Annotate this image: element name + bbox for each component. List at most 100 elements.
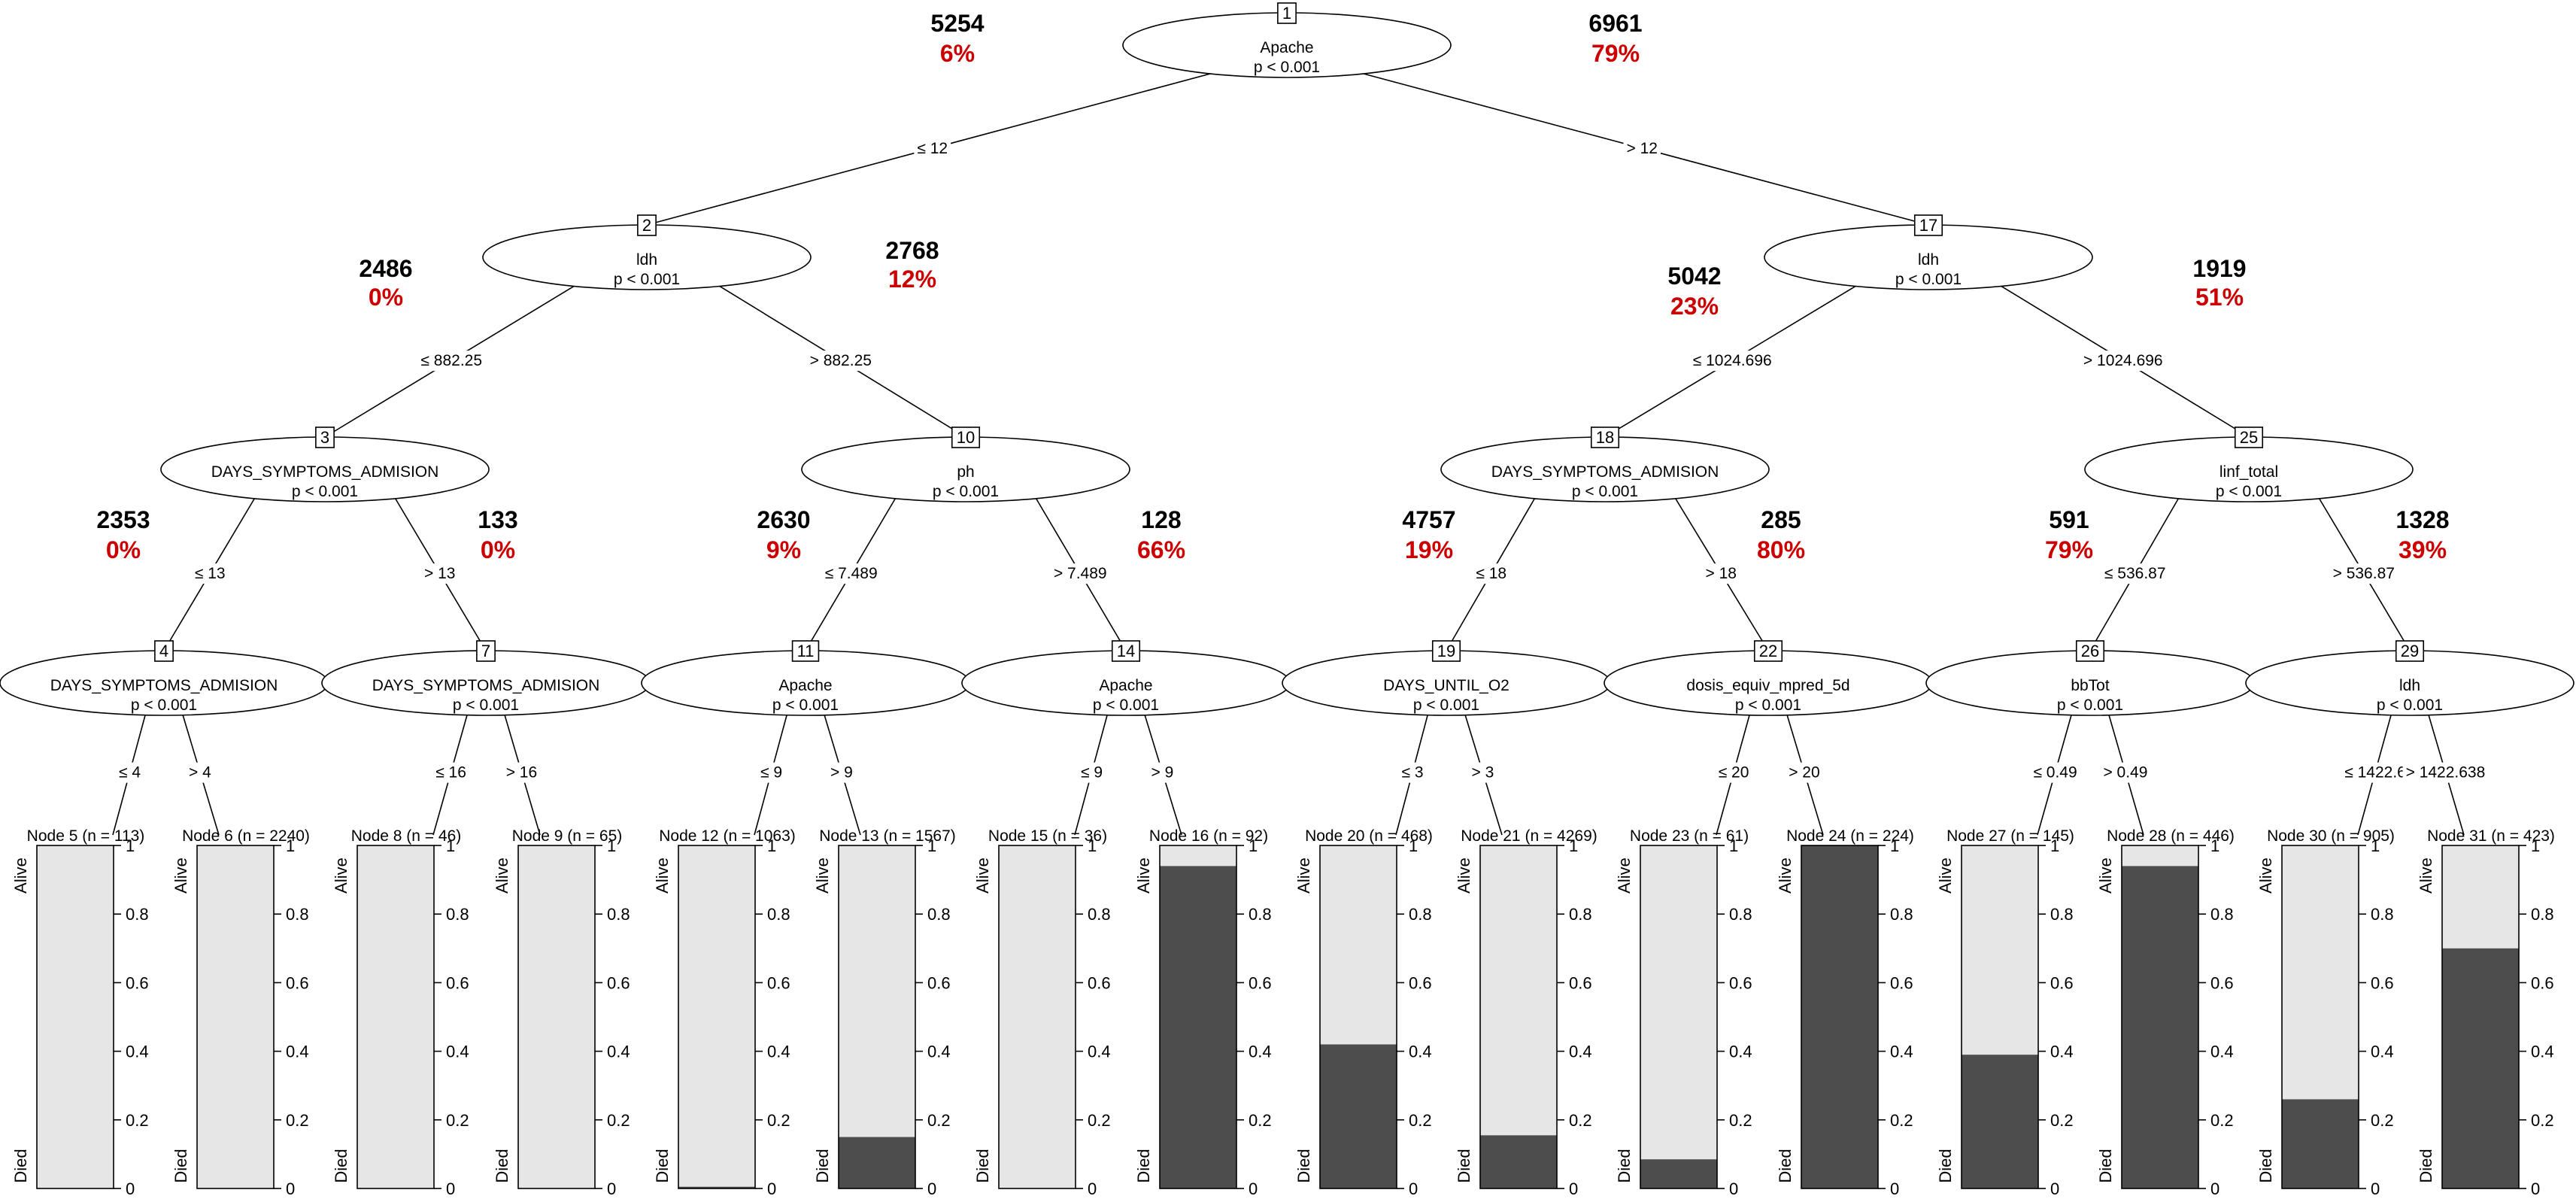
node-variable: Apache	[1260, 39, 1313, 56]
node-pvalue: p < 0.001	[2377, 697, 2443, 714]
bar-alive	[1640, 845, 1717, 1160]
node-variable: dosis_equiv_mpred_5d	[1686, 677, 1849, 694]
axis-tick-label: 1	[286, 836, 295, 855]
axis-tick-label: 0.2	[2371, 1111, 2394, 1130]
bar-died	[678, 1186, 755, 1188]
axis-tick-label: 1	[767, 836, 776, 855]
node-id-box	[2395, 640, 2425, 662]
axis-label-alive: Alive	[332, 858, 350, 894]
node-pvalue: p < 0.001	[292, 483, 358, 500]
edge-label-bg	[1786, 762, 1823, 783]
node-pvalue: p < 0.001	[1735, 697, 1801, 714]
axis-tick-label: 0.8	[2050, 905, 2074, 924]
axis-tick-label: 0.4	[2531, 1043, 2554, 1061]
node-variable: DAYS_UNTIL_O2	[1383, 677, 1509, 694]
node-id-box	[154, 640, 174, 662]
terminal-node-label: Node 16 (n = 92)	[1149, 827, 1268, 845]
bar-died	[1480, 1135, 1557, 1188]
axis-tick-label: 0.8	[446, 905, 469, 924]
axis-tick-label: 1	[1890, 836, 1899, 855]
axis-tick-label: 0.4	[2210, 1043, 2234, 1061]
edge-label-bg	[821, 563, 881, 584]
axis-tick-label: 1	[2210, 836, 2219, 855]
edge-label-7-9: > 16	[506, 764, 537, 782]
bar-frame	[196, 845, 275, 1189]
edge-label-bg	[1689, 351, 1775, 372]
node-id-label: 4	[159, 642, 168, 660]
node-pvalue: p < 0.001	[1895, 271, 1962, 288]
edge-label-22-24: > 20	[1789, 764, 1819, 782]
axis-tick-label: 0.6	[2050, 973, 2074, 992]
bar-alive	[1480, 845, 1557, 1136]
edge-label-19-20: ≤ 3	[1402, 764, 1424, 782]
edge-label-4-6: > 4	[189, 764, 211, 782]
axis-tick-label: 0	[1249, 1179, 1258, 1198]
axis-tick-label: 0	[2371, 1179, 2380, 1198]
axis-tick-label: 0.2	[286, 1111, 309, 1130]
axis-tick-label: 0.8	[767, 905, 790, 924]
node-pvalue: p < 0.001	[131, 697, 197, 714]
axis-tick-label: 0.6	[1569, 973, 1592, 992]
node-variable: linf_total	[2219, 463, 2278, 481]
edge-label-bg	[2402, 762, 2489, 783]
edge-label-10-14: > 7.489	[1054, 565, 1107, 582]
axis-tick-label: 0	[607, 1179, 616, 1198]
bar-died	[1801, 845, 1878, 1188]
annotation-count: 2353	[96, 506, 150, 533]
edge-label-14-16: > 9	[1151, 764, 1174, 782]
axis-tick-label: 0	[126, 1179, 135, 1198]
node-variable: ldh	[1918, 251, 1939, 269]
terminal-node-13: Node 13 (n = 1567)AliveDied00.20.40.60.8…	[813, 827, 956, 1198]
axis-tick-label: 0.8	[927, 905, 951, 924]
terminal-node-label: Node 15 (n = 36)	[988, 827, 1107, 845]
axis-tick-label: 0.4	[286, 1043, 309, 1061]
node-id-box	[1111, 640, 1141, 662]
annotation-percent: 79%	[2045, 536, 2093, 563]
bar-frame	[838, 845, 916, 1189]
edge-label-bg	[502, 762, 541, 783]
axis-tick-label: 0.6	[126, 973, 149, 992]
node-id-label: 3	[320, 428, 329, 447]
axis-tick-label: 0.8	[1890, 905, 1913, 924]
edge-label-bg	[1468, 762, 1497, 783]
edge-label-bg	[1473, 563, 1510, 584]
annotation-percent: 6%	[940, 40, 975, 67]
tree-annotations: 52546%696179%24860%276812%504223%191951%…	[96, 10, 2449, 563]
axis-label-alive: Alive	[1455, 858, 1473, 894]
axis-label-alive: Alive	[813, 858, 832, 894]
edge-label-19-21: > 3	[1472, 764, 1494, 782]
axis-tick-label: 0.4	[767, 1043, 790, 1061]
axis-label-alive: Alive	[2096, 858, 2115, 894]
node-id-box	[315, 426, 335, 448]
axis-tick-label: 1	[1729, 836, 1738, 855]
axis-tick-label: 0.8	[126, 905, 149, 924]
terminal-node-label: Node 27 (n = 145)	[1946, 827, 2074, 845]
bar-alive	[197, 845, 274, 1188]
node-id-label: 1	[1282, 4, 1291, 23]
edge-label-bg	[1702, 563, 1740, 584]
annotation-percent: 19%	[1405, 536, 1453, 563]
annotation-percent: 12%	[888, 266, 936, 293]
axis-label-died: Died	[2417, 1149, 2435, 1182]
annotation-count: 591	[2049, 506, 2089, 533]
node-pvalue: p < 0.001	[772, 697, 839, 714]
edge-label-bg	[806, 351, 875, 372]
node-id-box	[1277, 2, 1297, 24]
bar-alive	[357, 845, 434, 1188]
axis-tick-label: 1	[1569, 836, 1578, 855]
bar-frame	[998, 845, 1076, 1189]
axis-tick-label: 0.4	[2371, 1043, 2394, 1061]
axis-tick-label: 0.6	[2210, 973, 2234, 992]
bar-alive	[37, 845, 114, 1188]
